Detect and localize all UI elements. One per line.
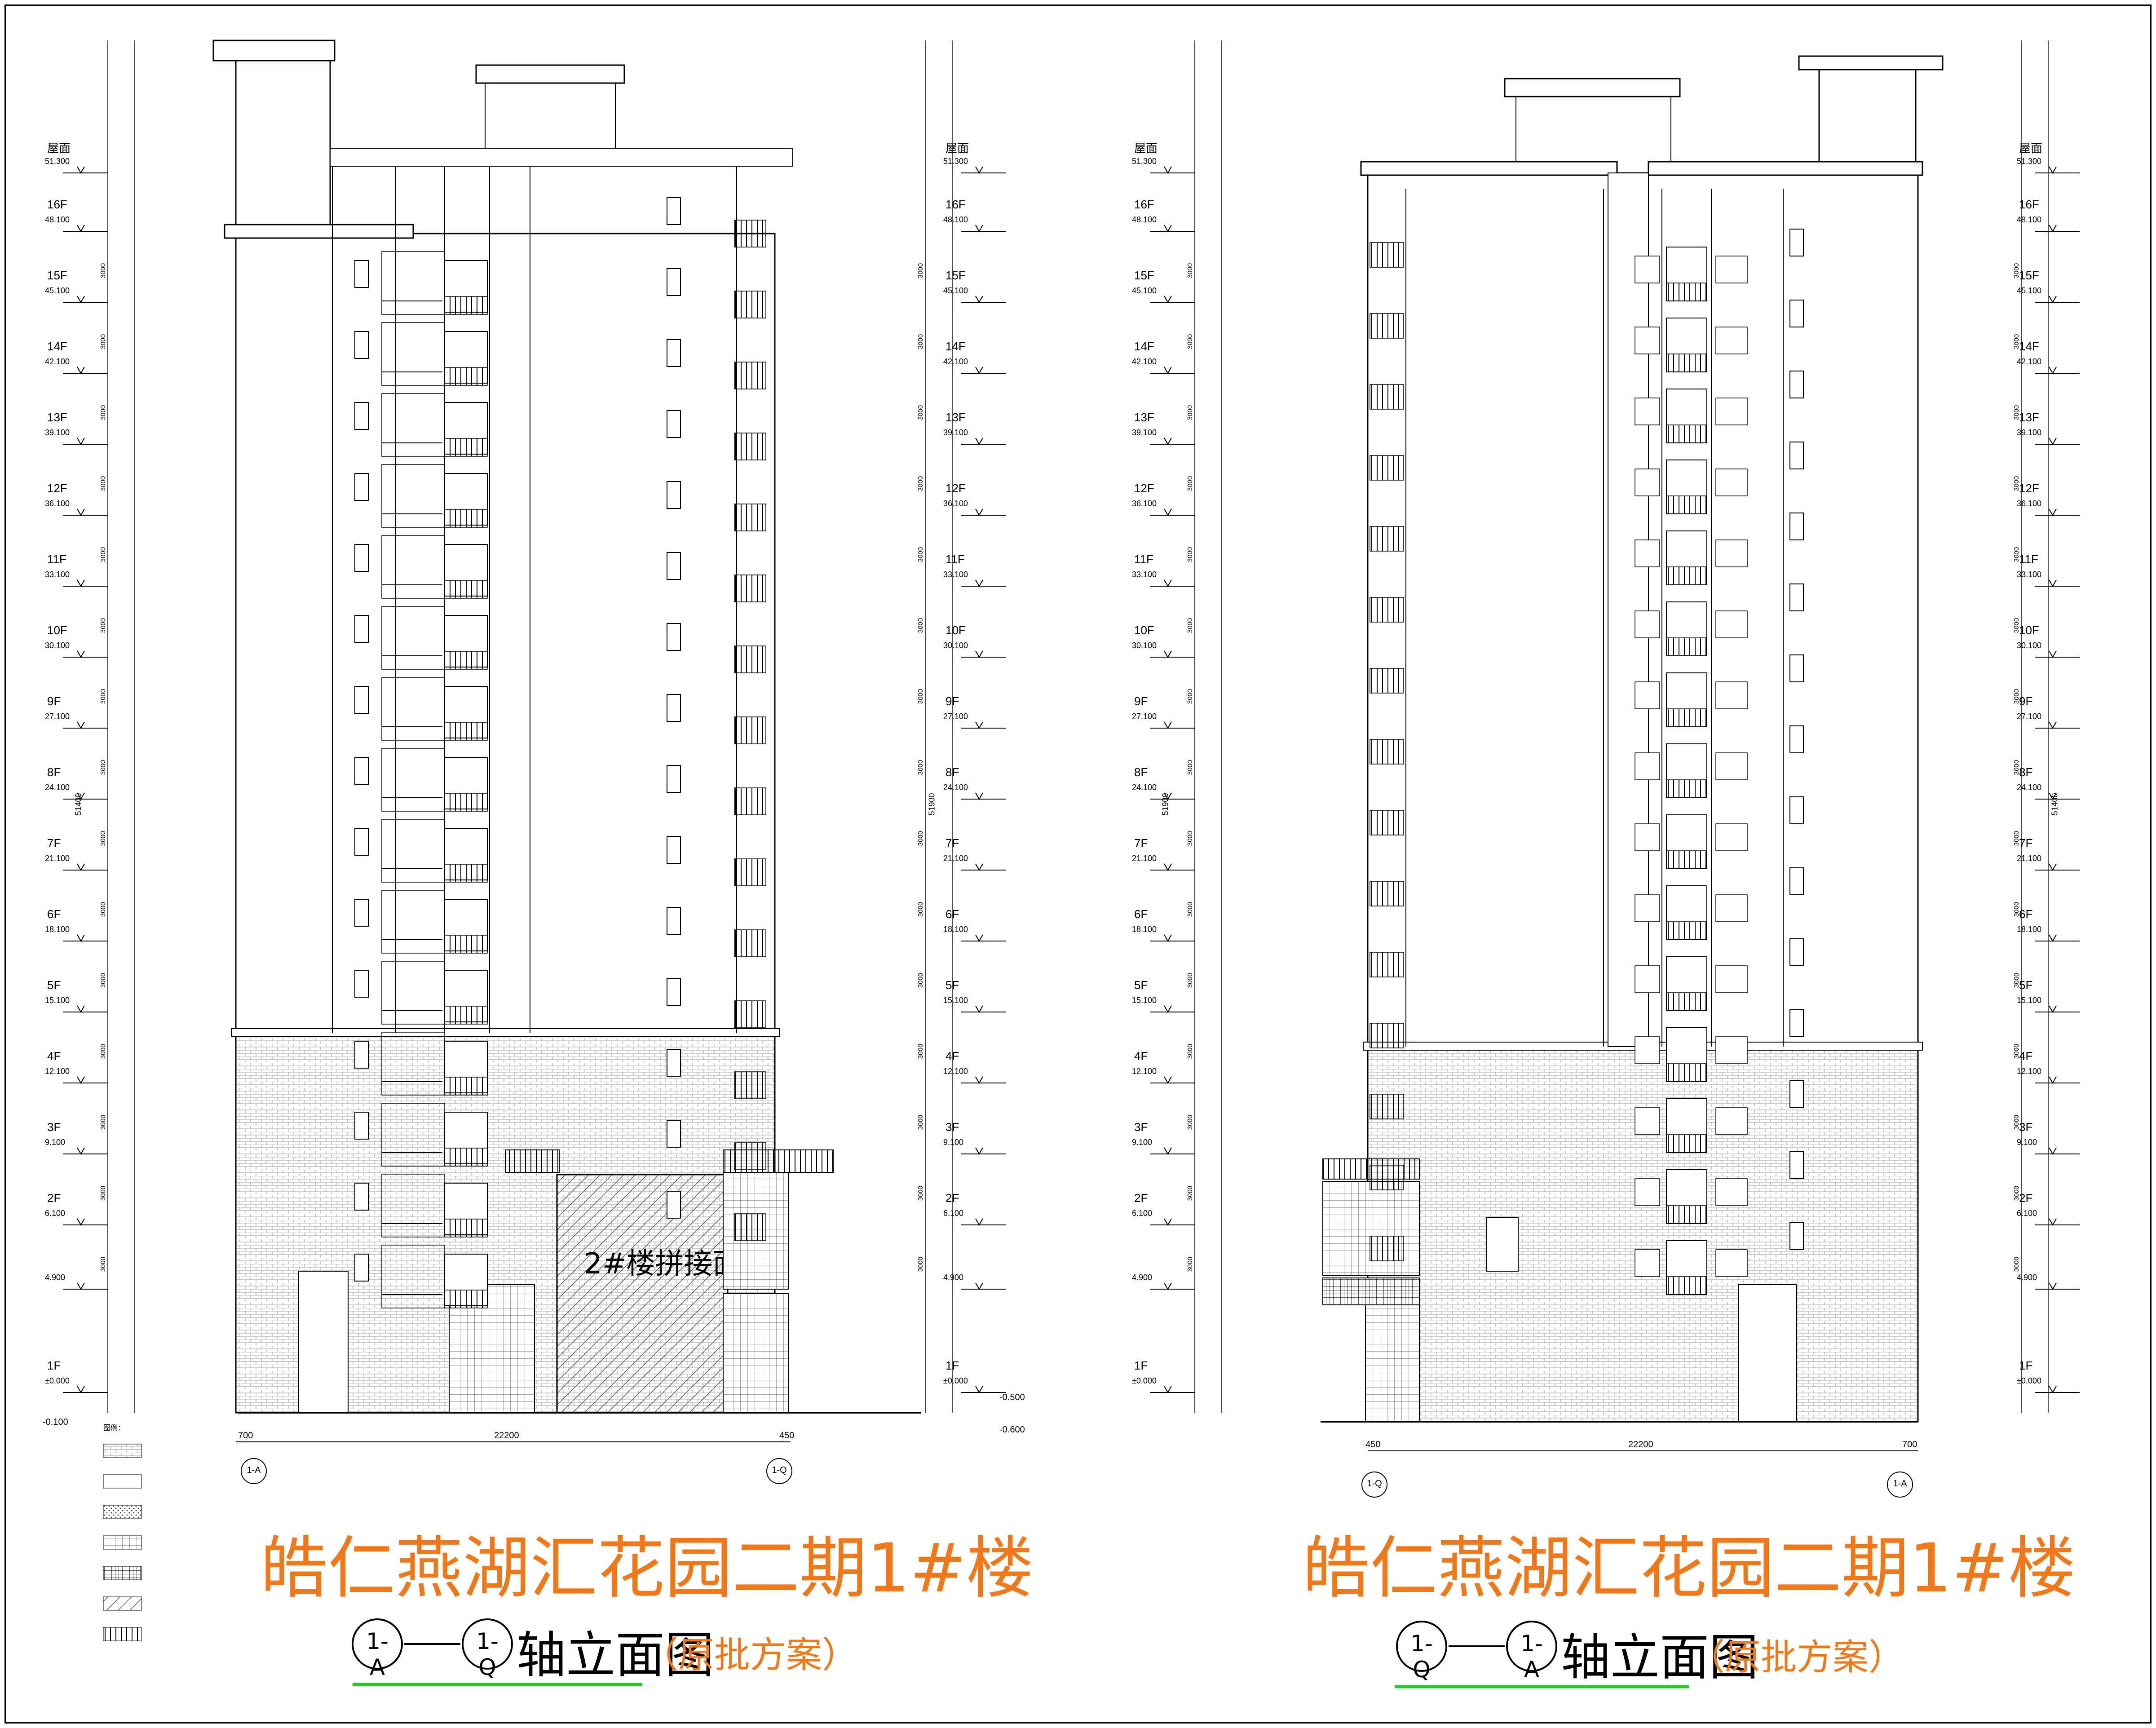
podium-right bbox=[1367, 1046, 1919, 1423]
right-elevation bbox=[1321, 55, 1944, 1423]
tower-body-left bbox=[235, 233, 776, 1034]
left-elevation: 2#楼拼接面 bbox=[212, 40, 921, 1414]
drawing-frame bbox=[4, 4, 2152, 1724]
adjacent-building-hatch bbox=[556, 1174, 729, 1414]
stair-core-left bbox=[235, 57, 331, 234]
adjacent-label: 2#楼拼接面 bbox=[584, 1247, 741, 1281]
legend bbox=[103, 1444, 142, 1641]
